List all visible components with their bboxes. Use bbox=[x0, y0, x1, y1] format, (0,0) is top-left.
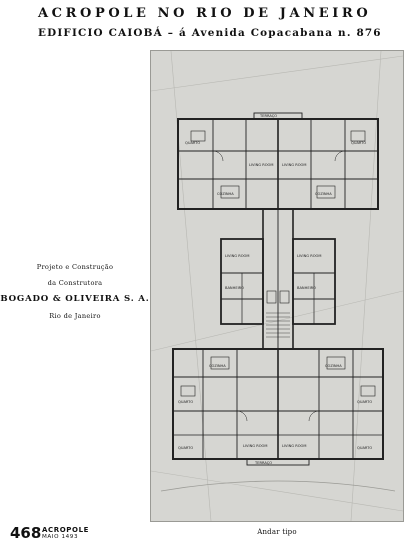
credits-line-builder: da Construtora bbox=[47, 279, 103, 287]
room-label: LIVING ROOM bbox=[282, 163, 306, 167]
plan-caption: Andar tipo bbox=[257, 528, 297, 536]
room-label: BANHEIRO bbox=[225, 286, 244, 290]
room-label: TERRAÇO bbox=[254, 461, 272, 465]
page-title: ACROPOLE NO RIO DE JANEIRO bbox=[38, 6, 372, 21]
room-label: LIVING ROOM bbox=[282, 444, 306, 448]
credits-line-project: Projeto e Construção bbox=[36, 263, 114, 271]
room-label: QUARTO bbox=[178, 446, 193, 450]
page-subtitle: EDIFICIO CAIOBÁ – á Avenida Copacabana n… bbox=[38, 27, 382, 39]
core-labels: LIVING ROOM LIVING ROOM BANHEIRO BANHEIR… bbox=[225, 254, 321, 290]
room-label: BANHEIRO bbox=[297, 286, 316, 290]
central-core bbox=[220, 208, 336, 350]
street-curve bbox=[160, 480, 396, 492]
bottom-block-labels: QUARTO QUARTO QUARTO QUARTO LIVING ROOM … bbox=[178, 364, 372, 465]
room-label: QUARTO bbox=[357, 446, 372, 450]
credits-company: BOGADO & OLIVEIRA S. A. bbox=[0, 294, 150, 304]
construction-lines bbox=[151, 51, 403, 521]
room-label: QUARTO bbox=[178, 400, 193, 404]
floor-plan-drawing: QUARTO QUARTO LIVING ROOM LIVING ROOM CO… bbox=[150, 50, 404, 522]
credits-city: Rio de Janeiro bbox=[49, 312, 101, 320]
floor-plan-svg: QUARTO QUARTO LIVING ROOM LIVING ROOM CO… bbox=[151, 51, 403, 521]
room-label: LIVING ROOM bbox=[243, 444, 267, 448]
room-label: COZINHA bbox=[325, 364, 342, 368]
room-label: LIVING ROOM bbox=[249, 163, 273, 167]
page-number: 468 bbox=[10, 524, 42, 542]
magazine-name: ACROPOLE bbox=[42, 526, 90, 534]
room-label: LIVING ROOM bbox=[225, 254, 249, 258]
room-label: QUARTO bbox=[357, 400, 372, 404]
bottom-block bbox=[172, 348, 384, 466]
project-credits: Projeto e Construção da Construtora BOGA… bbox=[0, 259, 150, 324]
room-label: COZINHA bbox=[315, 192, 332, 196]
room-label: LIVING ROOM bbox=[297, 254, 321, 258]
issue-date: MAIO 1493 bbox=[42, 534, 79, 540]
room-label: TERRAÇO bbox=[259, 114, 277, 118]
room-label: QUARTO bbox=[185, 141, 200, 145]
room-label: COZINHA bbox=[209, 364, 226, 368]
room-label: QUARTO bbox=[351, 141, 366, 145]
page-header: ACROPOLE NO RIO DE JANEIRO EDIFICIO CAIO… bbox=[38, 6, 408, 40]
top-block-labels: QUARTO QUARTO LIVING ROOM LIVING ROOM CO… bbox=[185, 114, 366, 196]
room-label: COZINHA bbox=[217, 192, 234, 196]
top-block bbox=[177, 112, 379, 210]
